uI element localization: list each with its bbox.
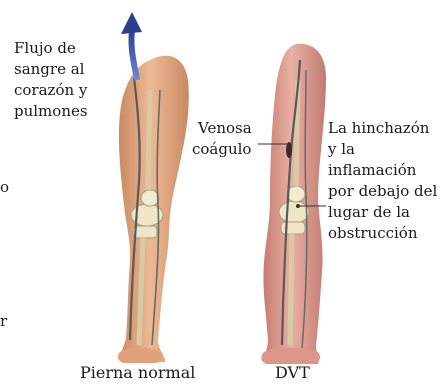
dvt-foot xyxy=(261,348,320,365)
dvt-tibia-head xyxy=(281,222,305,234)
normal-leg xyxy=(118,12,189,363)
blood-flow-arrow xyxy=(131,30,137,80)
swelling-label: La hinchazón y la inflamación por debajo… xyxy=(328,118,437,244)
blood-flow-label: Flujo de sangre al corazón y pulmones xyxy=(14,38,88,122)
clot-label-line2: coágulo xyxy=(192,139,251,160)
dvt-tibia xyxy=(290,234,292,345)
normal-patella xyxy=(141,190,159,206)
dvt-patella xyxy=(287,186,305,202)
clot-label-line1: Venosa xyxy=(198,118,252,139)
edge-mark-bottom: r xyxy=(0,312,7,330)
dvt-leg xyxy=(261,44,326,364)
edge-mark-top: o xyxy=(0,178,9,196)
dvt-leg-caption: DVT xyxy=(275,363,310,383)
arrow-head xyxy=(121,12,142,34)
dvt-femur-condyle xyxy=(279,201,309,223)
normal-femur xyxy=(148,90,150,190)
swelling-leader-dot xyxy=(296,204,300,208)
normal-leg-caption: Pierna normal xyxy=(80,363,195,383)
